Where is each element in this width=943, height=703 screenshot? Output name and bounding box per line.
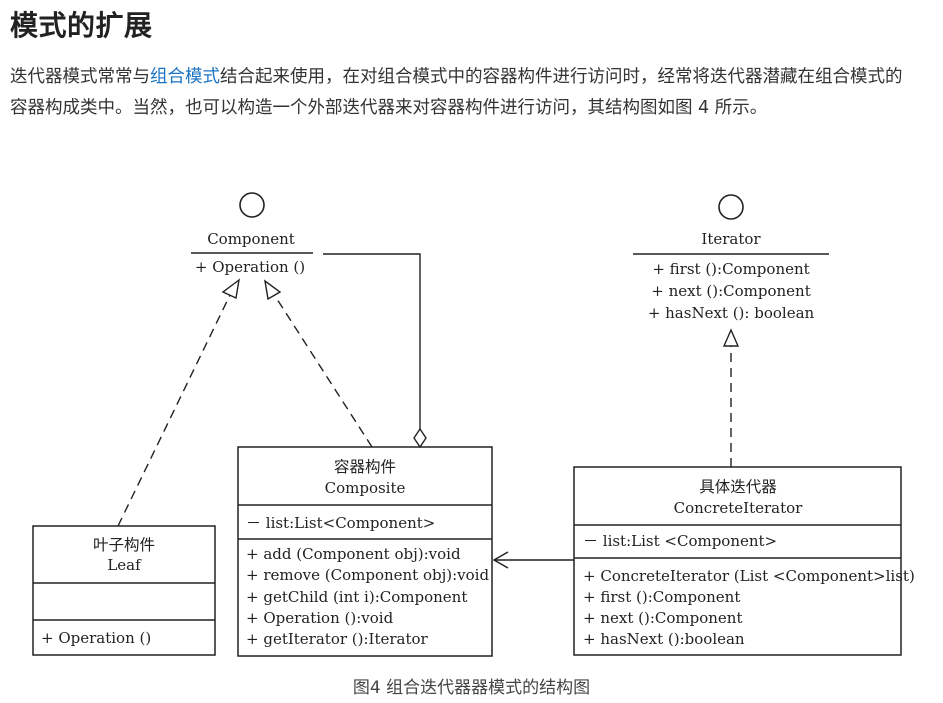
component-interface-circle bbox=[239, 192, 265, 218]
concrete-iterator-name: ConcreteIterator bbox=[674, 499, 804, 517]
iterator-interface: Iterator + first ():Component + next ():… bbox=[633, 194, 829, 322]
section-heading: 模式的扩展 bbox=[10, 9, 153, 42]
component-name: Component bbox=[207, 230, 295, 248]
concrete-iterator-association-arrow bbox=[492, 551, 574, 569]
composite-pattern-link[interactable]: 组合模式 bbox=[150, 67, 220, 87]
intro-paragraph: 迭代器模式常常与组合模式结合起来使用，在对组合模式中的容器构件进行访问时，经常将… bbox=[10, 62, 915, 124]
composite-method: + remove (Component obj):void bbox=[246, 566, 489, 584]
component-operation: + Operation () bbox=[195, 258, 305, 276]
leaf-class-box bbox=[32, 525, 216, 656]
composite-class-box bbox=[237, 446, 493, 657]
concrete-iterator-name-cn: 具体迭代器 bbox=[699, 478, 777, 496]
component-interface: Component + Operation () bbox=[191, 192, 313, 276]
para-text-after: 结合起来使用，在对组合模式中的容器构件进行访问时，经常将迭代器潜藏在组合模式的容… bbox=[10, 67, 903, 118]
composite-name-cn: 容器构件 bbox=[334, 458, 396, 476]
iterator-method: + next ():Component bbox=[651, 282, 810, 300]
composite-realization-arrow bbox=[264, 279, 373, 448]
composite-method: + Operation ():void bbox=[246, 609, 394, 627]
leaf-class: 叶子构件 Leaf + Operation () bbox=[32, 525, 216, 656]
iterator-name: Iterator bbox=[701, 230, 761, 248]
iterator-method: + hasNext (): boolean bbox=[648, 304, 815, 322]
composite-class: 容器构件 Composite － list:List<Component> + … bbox=[237, 446, 493, 657]
uml-class-diagram: Component + Operation () Iterator + firs… bbox=[32, 192, 915, 657]
composite-aggregation-line bbox=[323, 253, 427, 449]
composite-attribute: － list:List<Component> bbox=[246, 514, 435, 532]
concrete-iterator-class: 具体迭代器 ConcreteIterator － list:List <Comp… bbox=[573, 466, 915, 656]
concrete-iterator-class-box bbox=[573, 466, 902, 656]
iterator-method: + first ():Component bbox=[652, 260, 809, 278]
composite-method: + getChild (int i):Component bbox=[246, 588, 467, 606]
para-text-before: 迭代器模式常常与 bbox=[10, 67, 150, 87]
concrete-iterator-method: + first ():Component bbox=[583, 588, 740, 606]
leaf-realization-arrow bbox=[117, 278, 240, 527]
concrete-iterator-method: + hasNext ():boolean bbox=[583, 630, 745, 648]
leaf-name-cn: 叶子构件 bbox=[93, 536, 155, 554]
concrete-iterator-method: + ConcreteIterator (List <Component>list… bbox=[583, 567, 915, 585]
composite-method: + add (Component obj):void bbox=[246, 545, 461, 563]
concrete-iterator-realization-arrow bbox=[722, 328, 740, 467]
concrete-iterator-method: + next ():Component bbox=[583, 609, 742, 627]
composite-method: + getIterator ():Iterator bbox=[246, 630, 429, 648]
iterator-interface-circle bbox=[718, 194, 744, 220]
composite-name: Composite bbox=[325, 479, 406, 497]
leaf-name: Leaf bbox=[107, 556, 142, 574]
figure-caption: 图4 组合迭代器器模式的结构图 bbox=[352, 678, 591, 698]
concrete-iterator-attribute: － list:List <Component> bbox=[583, 532, 777, 550]
leaf-operation: + Operation () bbox=[41, 629, 151, 647]
